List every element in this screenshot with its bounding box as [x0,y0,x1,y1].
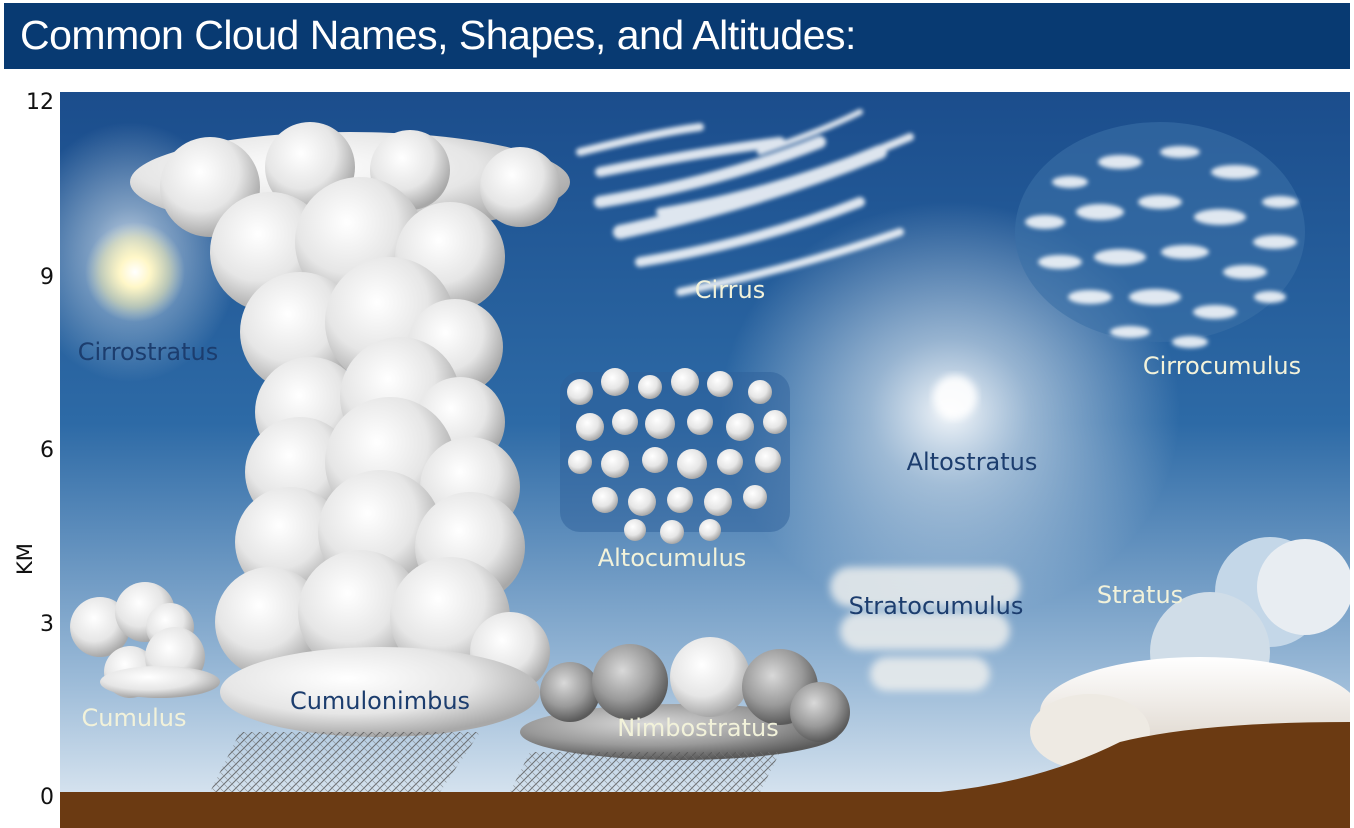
page-title: Common Cloud Names, Shapes, and Altitude… [20,12,856,58]
altostratus-sun [933,375,977,419]
cloud-scene: Cirrus Cirrostratus Cirrocumulus Altostr… [60,92,1350,828]
nimbostratus-rain [510,752,780,792]
cumulonimbus-rain [210,732,480,792]
cirrus-cloud [576,109,914,296]
sun-icon [85,222,185,322]
cumulus-label: Cumulus [82,704,187,732]
nimbostratus-label: Nimbostratus [617,714,779,742]
title-banner: Common Cloud Names, Shapes, and Altitude… [4,3,1350,69]
tick-label-12: 12 [26,90,54,115]
cirrocumulus-cloud [1015,122,1305,348]
tick-label-9: 9 [40,265,54,290]
cumulus-cloud [70,582,220,698]
stratocumulus-cloud [830,567,1020,691]
cumulonimbus-label: Cumulonimbus [290,687,470,715]
altocumulus-cloud [560,368,790,544]
stratocumulus-label: Stratocumulus [849,592,1024,620]
altostratus-label: Altostratus [907,448,1038,476]
axis-label: KM [13,543,37,575]
cirrostratus-label: Cirrostratus [78,338,219,366]
stratus-label: Stratus [1097,581,1183,609]
tick-label-0: 0 [40,785,54,810]
tick-label-6: 6 [40,438,54,463]
nimbostratus-cloud [520,637,850,760]
tick-label-3: 3 [40,612,54,637]
altocumulus-label: Altocumulus [598,544,747,572]
cumulonimbus-cloud [130,122,570,737]
ground [60,722,1350,828]
cirrocumulus-label: Cirrocumulus [1143,352,1301,380]
cirrus-label: Cirrus [695,276,765,304]
